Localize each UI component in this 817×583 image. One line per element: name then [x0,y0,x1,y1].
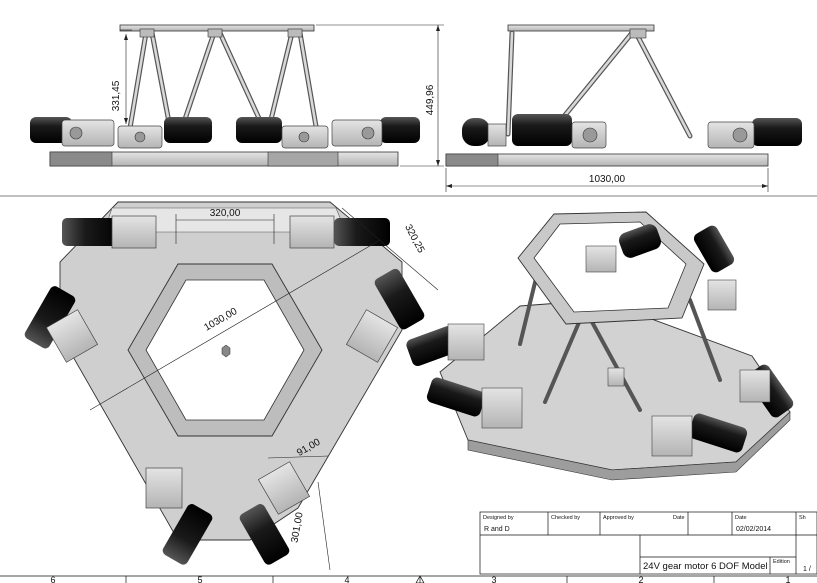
plan-view: 320,00 320,25 1030,00 91,00 301,00 [24,201,439,571]
checked-by-label: Checked by [551,515,580,521]
dim-front-height: 331,45 [111,80,122,111]
date-label-2: Date [735,515,747,521]
date-value: 02/02/2014 [736,526,771,533]
zone-label-6: 6 [50,575,55,583]
zone-label-2: 2 [638,575,643,583]
sheet-label: Sh [799,515,806,521]
drawing-title: 24V gear motor 6 DOF Model [643,561,768,572]
approved-by-label: Approved by [603,515,634,521]
designed-by-label: Designed by [483,515,514,521]
zone-strip: 6 5 4 3 2 1 [0,575,817,583]
dim-arm-length: 301,00 [289,511,305,543]
title-block [479,511,817,575]
dim-overall-height: 449,96 [425,84,436,115]
front-elevation-view: 331,45 449,96 [30,24,444,167]
dim-top-plate-depth: 320,25 [402,223,426,256]
date-label-1: Date [673,515,685,521]
designer-value: R and D [484,526,510,533]
zone-label-1: 1 [785,575,790,583]
isometric-view [406,211,794,481]
centering-arrow-icon [415,575,425,583]
dim-base-width: 1030,00 [589,174,626,185]
edition-label: Edition [773,559,790,565]
zone-label-5: 5 [197,575,202,583]
sheet-value: 1 / [803,566,811,573]
zone-label-4: 4 [344,575,349,583]
zone-label-3: 3 [491,575,496,583]
dim-top-plate-width: 320,00 [210,208,241,219]
side-elevation-view: 1030,00 [445,24,802,192]
